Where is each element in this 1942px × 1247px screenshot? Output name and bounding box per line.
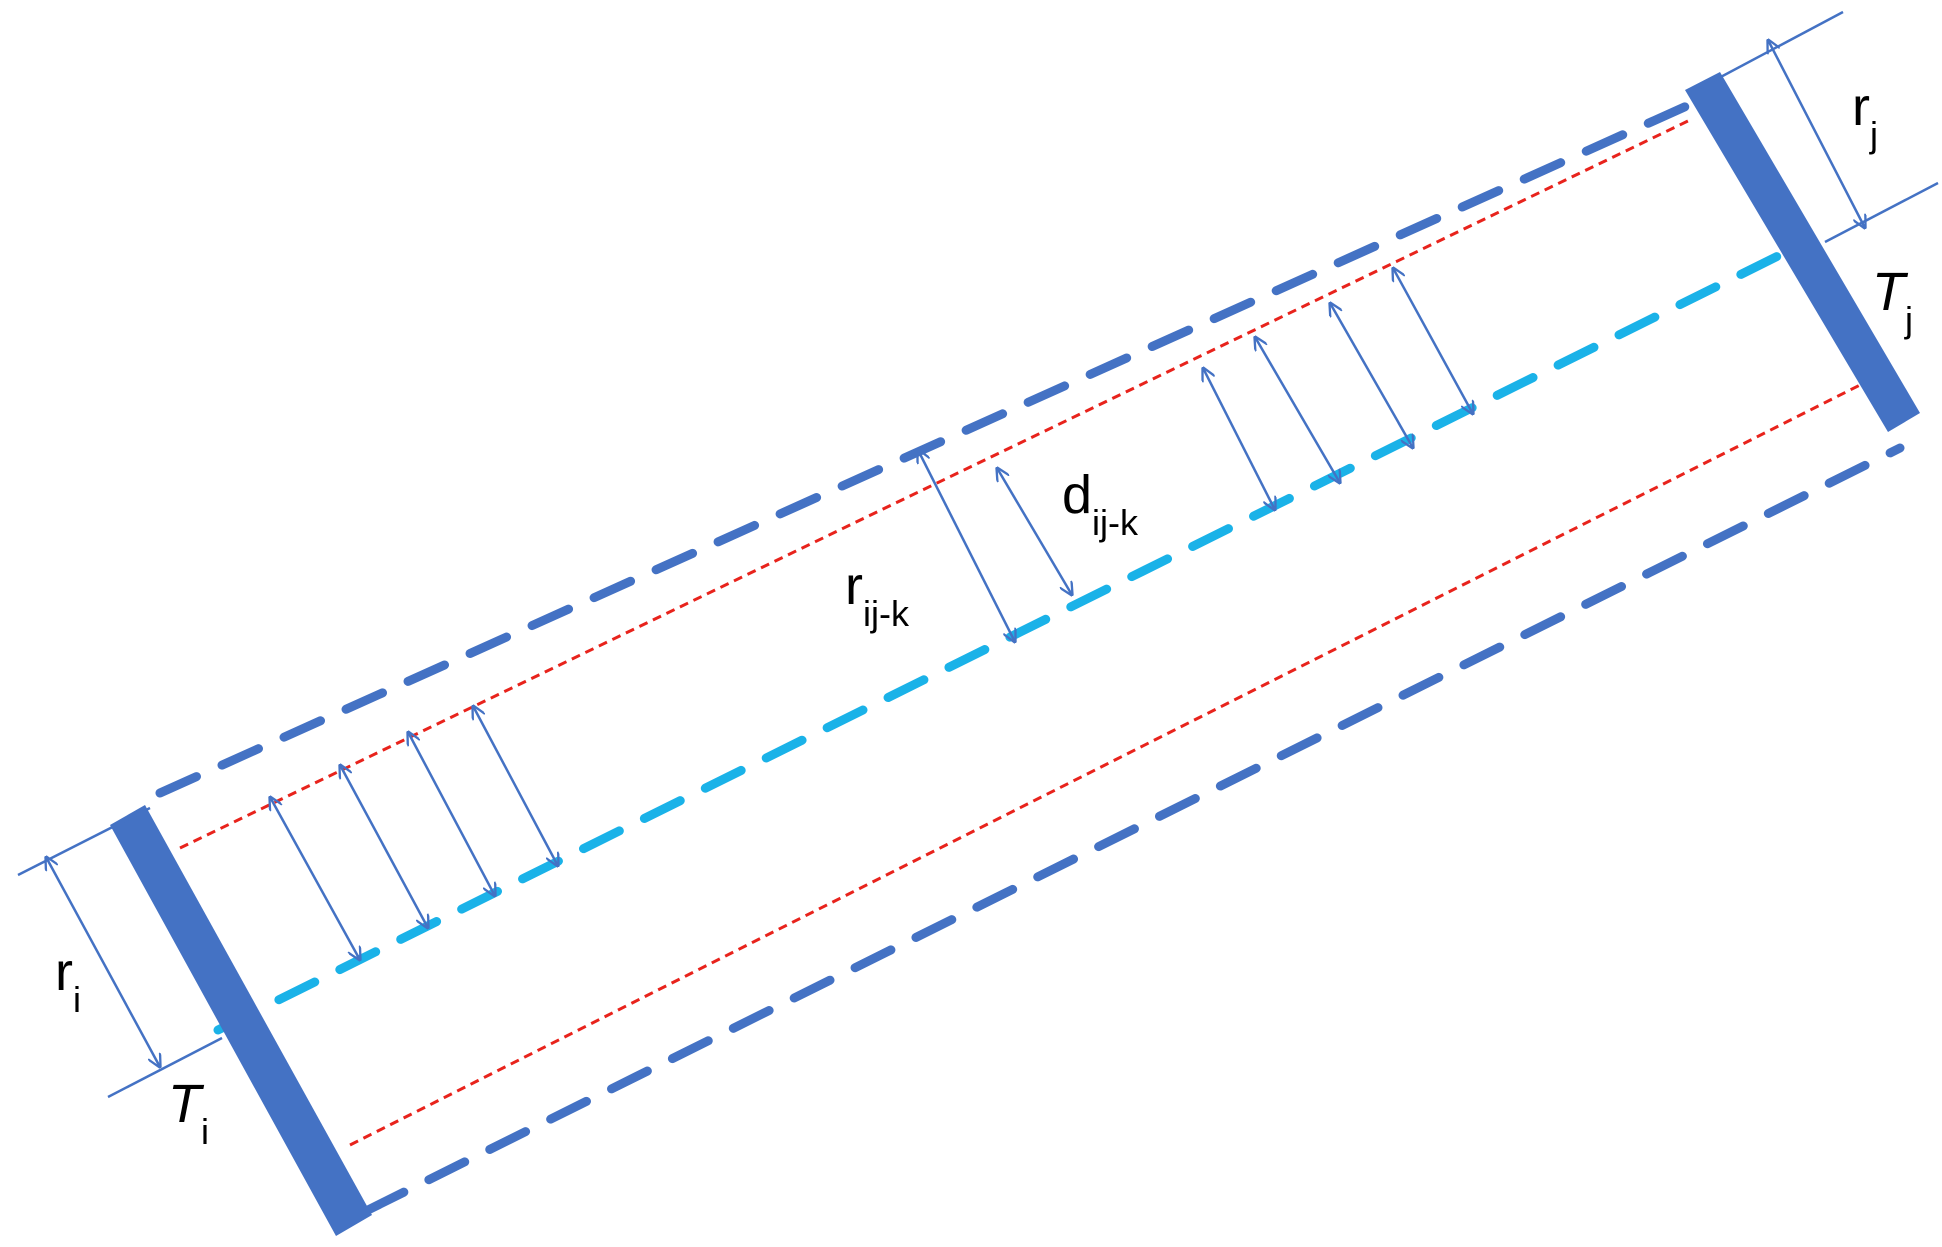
distance-arrow [340, 765, 428, 928]
label-d-ijk: dij-k [1062, 465, 1139, 543]
label-t-i: Ti [168, 1074, 209, 1152]
r-ijk-arrow [918, 450, 1015, 642]
label-r-j: rj [1852, 77, 1878, 155]
upper-buffer-line [179, 118, 1691, 850]
label-t-j: Tj [1872, 262, 1913, 340]
r-i-upper-extension [17, 806, 151, 877]
distance-arrow [408, 732, 495, 896]
distance-arrow [473, 706, 558, 866]
distance-arrow [1203, 368, 1275, 510]
r-j-upper-extension [1699, 10, 1844, 90]
distance-arrow [1393, 268, 1473, 414]
center-line [213, 250, 1785, 1035]
label-r-i: ri [55, 942, 81, 1020]
r-j-arrow [1768, 40, 1865, 228]
label-r-ijk: rij-k [845, 556, 910, 634]
r-i-lower-extension [107, 1036, 223, 1099]
upper-corridor-edge [155, 95, 1705, 798]
r-i-arrow [46, 857, 160, 1067]
tower-i [110, 805, 372, 1236]
distance-arrow [270, 797, 360, 960]
r-j-lower-extension [1824, 181, 1939, 244]
lower-corridor-edge [363, 443, 1905, 1215]
d-ijk-arrow [997, 468, 1072, 595]
distance-arrow [1330, 303, 1413, 448]
distance-arrow [1255, 337, 1340, 483]
lower-buffer-line [349, 383, 1861, 1147]
tower-j [1685, 72, 1920, 432]
